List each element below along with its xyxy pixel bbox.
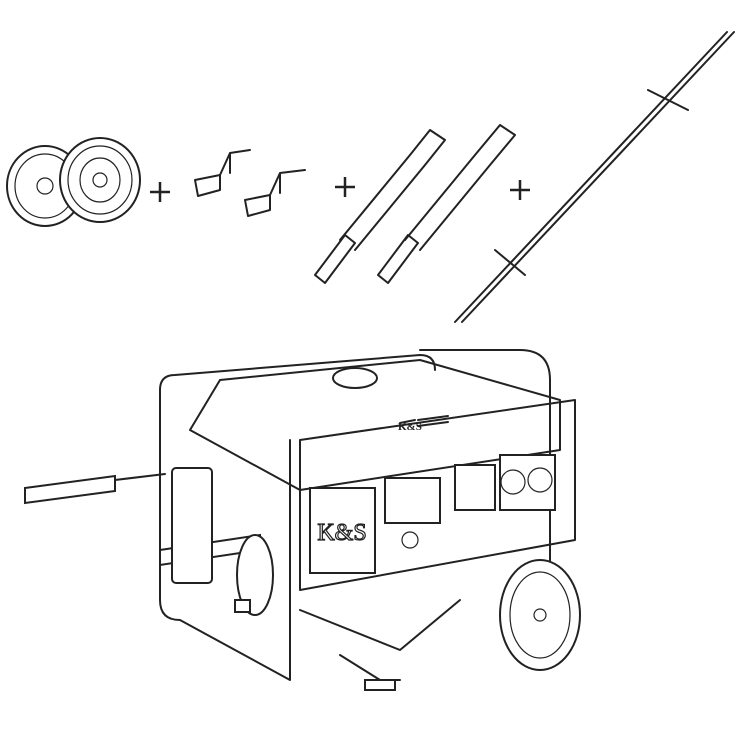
wheels-accessory-icon <box>6 137 141 227</box>
plus-sign-icon <box>510 180 530 200</box>
plus-sign-icon <box>150 182 170 202</box>
generator-icon: K&S K&S <box>24 349 581 691</box>
plus-sign-icon <box>335 177 355 197</box>
logo-icon: K&S <box>317 520 366 546</box>
brackets-accessory-icon <box>194 149 306 217</box>
rod-accessory-icon <box>454 31 735 323</box>
handles-accessory-icon <box>314 124 516 284</box>
logo-text-icon <box>399 415 449 427</box>
small-logo-icon: K&S <box>398 421 422 433</box>
